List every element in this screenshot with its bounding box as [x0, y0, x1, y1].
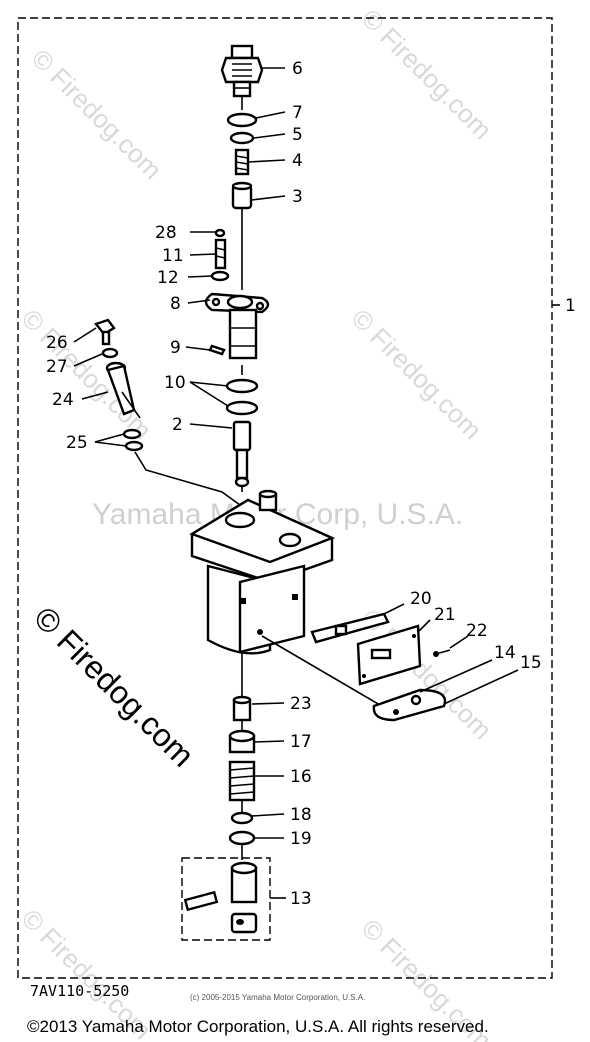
part-18-washer — [230, 811, 254, 825]
label-part-20: 20 — [410, 589, 432, 609]
pump-body — [189, 489, 336, 655]
part-10-o-ring-lower — [225, 400, 259, 416]
part-7-o-ring — [226, 112, 258, 128]
part-26-bolt — [93, 318, 116, 346]
label-part-8: 8 — [170, 294, 181, 314]
part-6-fitting — [220, 44, 264, 98]
label-part-10: 10 — [164, 373, 186, 393]
diagram-code: 7AV110-5250 — [30, 982, 129, 1000]
leader-lines — [73, 67, 560, 899]
label-part-3: 3 — [292, 187, 303, 207]
label-part-21: 21 — [434, 605, 456, 625]
label-part-1: 1 — [565, 296, 576, 316]
part-17-collar — [228, 729, 256, 754]
part-9-pin — [208, 344, 226, 356]
watermark-tile: © Firedog.com — [356, 3, 498, 145]
label-part-23: 23 — [290, 694, 312, 714]
label-part-9: 9 — [170, 338, 181, 358]
assembly-frame — [17, 17, 553, 979]
part-11-bolt — [214, 238, 227, 270]
label-part-18: 18 — [290, 805, 312, 825]
label-part-25: 25 — [66, 433, 88, 453]
label-part-22: 22 — [466, 621, 488, 641]
label-part-24: 24 — [52, 390, 74, 410]
part-12-washer — [210, 270, 230, 282]
part-21-cover-plate — [356, 624, 422, 686]
label-part-4: 4 — [292, 151, 303, 171]
label-part-12: 12 — [157, 268, 179, 288]
part-20-rack — [310, 612, 390, 644]
watermark-tile: © Firedog.com — [16, 303, 158, 445]
part-19-seat — [228, 830, 256, 846]
part-5-washer — [229, 131, 255, 145]
label-part-6: 6 — [292, 59, 303, 79]
label-part-2: 2 — [172, 415, 183, 435]
part-28-cap — [214, 228, 226, 238]
label-part-15: 15 — [520, 653, 542, 673]
leader-body-to-plate — [261, 635, 393, 713]
label-part-13: 13 — [290, 889, 312, 909]
watermark-side: © Firedog.com — [27, 599, 201, 773]
label-part-19: 19 — [290, 829, 312, 849]
part-4-spring — [234, 148, 250, 176]
copyright-notice: ©2013 Yamaha Motor Corporation, U.S.A. A… — [27, 1017, 489, 1036]
part-25-washer-lower — [124, 440, 144, 452]
part-23-seat — [232, 695, 252, 722]
part-13-tappet-assembly — [181, 857, 271, 941]
source-note: (c) 2005-2015 Yamaha Motor Corporation, … — [190, 993, 365, 1002]
label-part-27: 27 — [46, 357, 68, 377]
part-3-valve — [231, 181, 253, 210]
label-part-7: 7 — [292, 103, 303, 123]
part-25-washer-upper — [122, 428, 142, 440]
part-8-barrel — [204, 292, 270, 360]
part-24-nozzle — [105, 361, 141, 419]
part-labels: 6 7 5 4 3 28 11 12 8 9 10 2 26 27 24 25 … — [46, 59, 576, 909]
label-part-11: 11 — [162, 246, 184, 266]
part-14-15-gasket — [372, 688, 447, 722]
label-part-14: 14 — [494, 643, 516, 663]
part-10-o-ring-upper — [225, 378, 259, 394]
nozzle-leader-line — [134, 451, 241, 506]
part-22-screw — [433, 649, 451, 657]
label-part-5: 5 — [292, 125, 303, 145]
part-16-spring — [228, 760, 256, 802]
watermark-tile: © Firedog.com — [346, 303, 488, 445]
label-part-26: 26 — [46, 333, 68, 353]
label-part-17: 17 — [290, 732, 312, 752]
watermark-tile: © Firedog.com — [26, 43, 168, 185]
part-27-washer — [101, 347, 119, 359]
part-2-plunger — [232, 420, 252, 488]
label-part-16: 16 — [290, 767, 312, 787]
label-part-28: 28 — [155, 223, 177, 243]
